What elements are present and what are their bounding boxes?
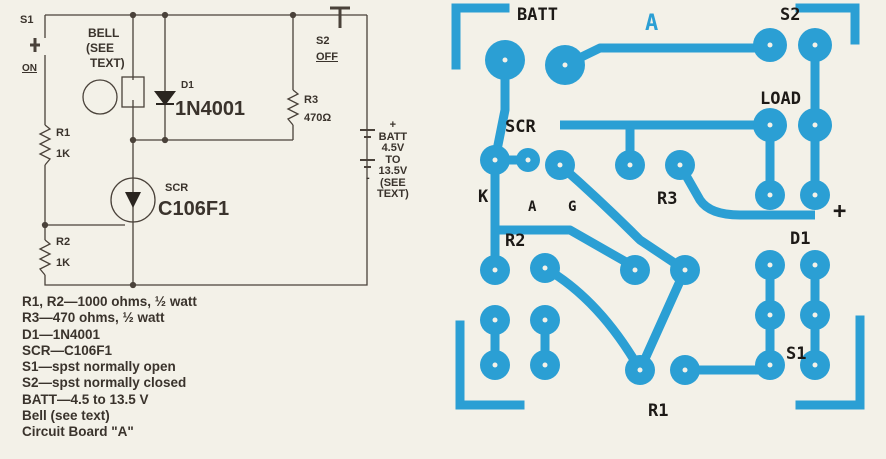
pad-hole	[812, 262, 818, 268]
s2-label: S2	[316, 35, 330, 47]
parts-item: R1, R2—1000 ohms, ½ watt	[22, 294, 197, 309]
r3-resistor	[286, 89, 300, 126]
circuit-board	[451, 3, 865, 410]
scr-triangle-icon	[125, 192, 141, 208]
r1-value: 1K	[56, 148, 71, 160]
r3-value: 470Ω	[304, 112, 332, 124]
r1-label: R1	[56, 127, 71, 139]
board-label-r2: R2	[505, 231, 526, 251]
board-label-r1: R1	[648, 401, 669, 421]
batt-label-1: + BATT	[378, 119, 408, 143]
parts-item: D1—1N4001	[22, 326, 101, 342]
pad-hole	[682, 367, 688, 373]
parts-item: S2—spst normally closed	[22, 375, 187, 391]
scr-label: SCR	[165, 182, 189, 194]
s2-state: OFF	[316, 51, 338, 63]
board-label-d1: D1	[790, 229, 811, 249]
board-label-batt: BATT	[517, 5, 558, 25]
board-label-scr: SCR	[505, 117, 536, 137]
pad-hole	[767, 192, 773, 198]
parts-item: SCR—C106F1	[22, 342, 113, 358]
s1-label: S1	[20, 14, 34, 26]
parts-list: R1, R2—1000 ohms, ½ watt R3—470 ohms, ½ …	[22, 294, 197, 441]
r2-label: R2	[56, 236, 71, 248]
batt-minus: -	[366, 172, 370, 184]
d1-part: 1N4001	[175, 98, 246, 120]
r1-resistor	[38, 124, 52, 166]
pad-hole	[492, 157, 498, 163]
pad-hole	[525, 157, 531, 163]
pad-hole	[767, 312, 773, 318]
s2-switch-icon	[330, 6, 350, 28]
pad-hole	[492, 317, 498, 323]
parts-item: Circuit Board "A"	[22, 424, 134, 440]
s1-switch-icon	[30, 38, 40, 52]
diode-icon	[154, 91, 176, 106]
d1-label: D1	[181, 80, 194, 91]
pad-hole	[812, 362, 818, 368]
pad-hole	[767, 262, 773, 268]
board-label-g: G	[568, 199, 577, 215]
schematic-wires	[30, 6, 375, 289]
board-label-r3: R3	[657, 189, 678, 209]
batt-label-5: (SEE	[380, 176, 406, 189]
r2-value: 1K	[56, 257, 71, 269]
pad-hole	[812, 122, 818, 128]
board-label-s1: S1	[786, 344, 807, 364]
pad-hole	[767, 122, 773, 128]
pad-hole	[557, 162, 563, 168]
board-label-k: K	[478, 187, 489, 207]
pad-hole	[542, 317, 548, 323]
board-label-a: A	[528, 199, 537, 215]
pad-hole	[812, 42, 818, 48]
pad-hole	[637, 367, 643, 373]
board-label-load: LOAD	[760, 89, 801, 109]
pad-hole	[682, 267, 688, 273]
s1-state: ON	[22, 63, 37, 74]
r3-label: R3	[304, 94, 319, 106]
bell-label-1: BELL	[88, 26, 120, 40]
bell-icon	[82, 79, 118, 115]
pad-hole	[492, 267, 498, 273]
batt-label: + BATT 4.5V TO 13.5V (SEE TEXT)	[377, 119, 409, 201]
pad-hole	[767, 42, 773, 48]
board-title: A	[645, 11, 659, 36]
batt-label-2: 4.5V	[381, 142, 405, 154]
pad-hole	[812, 192, 818, 198]
pad-hole	[542, 362, 548, 368]
bell-label-3: TEXT)	[90, 56, 125, 70]
pad-hole	[812, 312, 818, 318]
pad-hole	[562, 62, 568, 68]
pad-hole	[492, 362, 498, 368]
scr-part: C106F1	[158, 198, 230, 220]
parts-item: BATT—4.5 to 13.5 V	[22, 391, 149, 407]
batt-label-3: TO	[385, 153, 401, 166]
parts-item: S1—spst normally open	[22, 359, 176, 375]
pad-hole	[627, 162, 633, 168]
parts-item: R3—470 ohms, ½ watt	[22, 310, 165, 326]
pad-hole	[632, 267, 638, 273]
pad-hole	[502, 57, 508, 63]
board-pads	[480, 28, 832, 385]
bell-label-2: (SEE	[86, 41, 115, 55]
pad-hole	[677, 162, 683, 168]
parts-item: Bell (see text)	[22, 408, 110, 424]
batt-label-6: TEXT)	[377, 188, 409, 200]
pad-hole	[767, 362, 773, 368]
board-label-s2: S2	[780, 5, 801, 25]
board-label-plus: +	[833, 199, 847, 224]
r2-resistor	[38, 239, 52, 276]
batt-label-4: 13.5V	[378, 165, 408, 177]
pad-hole	[542, 265, 548, 271]
scr-icon	[110, 177, 156, 223]
board-corner-marks	[451, 3, 865, 410]
